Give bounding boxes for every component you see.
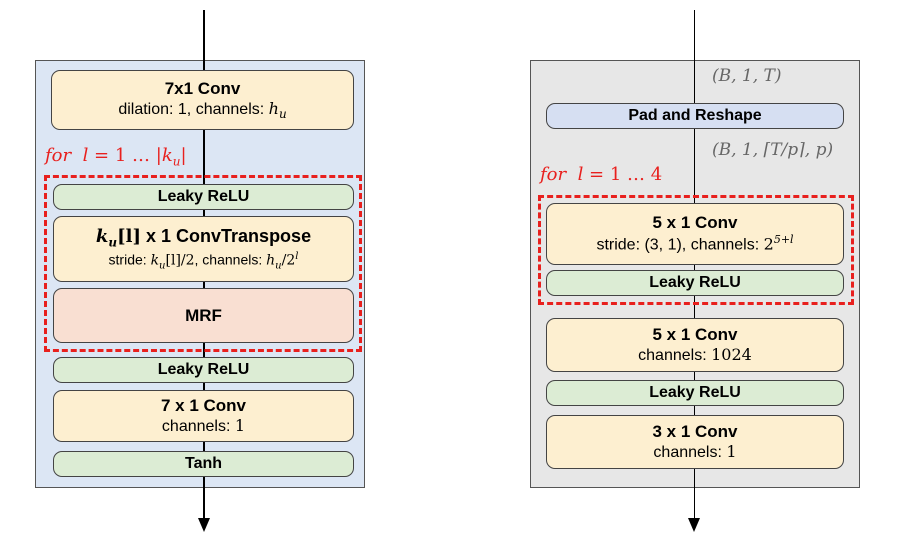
gen-mrf-block: MRF <box>53 288 354 343</box>
gen-loop-dashed-box <box>44 175 362 352</box>
disc-conv-5x1-a-title: 5 x 1 Conv <box>652 213 738 233</box>
gen-convtranspose-title: ku[l] x 1 ConvTranspose <box>95 226 312 250</box>
gen-convtranspose-subtitle: stride: ku[l]/2, channels: hu/2l <box>108 250 299 272</box>
disc-shape-2: (B, 1, ⌈T/p⌉, p) <box>712 140 834 160</box>
gen-loop-label: for l = 1 … |ku| <box>45 145 187 169</box>
generator-arrow-head-icon <box>198 518 210 532</box>
disc-loop-dashed-box <box>538 195 854 305</box>
gen-conv-7x1-b-block: 7 x 1 Conv channels: 1 <box>53 390 354 442</box>
disc-conv-3x1-block: 3 x 1 Conv channels: 1 <box>546 415 844 469</box>
gen-tanh-label: Tanh <box>184 455 223 472</box>
disc-leaky-relu-1-label: Leaky ReLU <box>649 274 741 291</box>
gen-tanh-block: Tanh <box>53 451 354 477</box>
disc-pad-reshape-block: Pad and Reshape <box>546 103 844 129</box>
gen-conv-7x1-subtitle: dilation: 1, channels: hu <box>118 99 287 122</box>
disc-leaky-relu-1-block: Leaky ReLU <box>546 270 844 296</box>
disc-conv-3x1-subtitle: channels: 1 <box>653 442 737 462</box>
discriminator-arrow-head-icon <box>688 518 700 532</box>
disc-conv-3x1-title: 3 x 1 Conv <box>652 421 738 441</box>
gen-leaky-relu-2-block: Leaky ReLU <box>53 357 354 383</box>
disc-conv-5x1-a-subtitle: stride: (3, 1), channels: 25+l <box>596 233 794 254</box>
gen-leaky-relu-2-label: Leaky ReLU <box>157 361 250 378</box>
gen-conv-7x1-b-subtitle: channels: 1 <box>161 416 246 436</box>
disc-conv-5x1-a-block: 5 x 1 Conv stride: (3, 1), channels: 25+… <box>546 203 844 265</box>
disc-leaky-relu-2-label: Leaky ReLU <box>649 384 741 401</box>
disc-pad-reshape-label: Pad and Reshape <box>628 107 762 124</box>
disc-conv-5x1-b-title: 5 x 1 Conv <box>652 324 738 344</box>
gen-leaky-relu-1-label: Leaky ReLU <box>157 188 250 205</box>
disc-conv-5x1-b-subtitle: channels: 1024 <box>638 345 752 365</box>
gen-conv-7x1-block: 7x1 Conv dilation: 1, channels: hu <box>51 70 354 130</box>
gen-mrf-label: MRF <box>185 305 222 325</box>
disc-shape-1: (B, 1, T) <box>712 66 782 86</box>
gen-convtranspose-block: ku[l] x 1 ConvTranspose stride: ku[l]/2,… <box>53 216 354 282</box>
disc-conv-5x1-b-block: 5 x 1 Conv channels: 1024 <box>546 318 844 372</box>
disc-loop-label: for l = 1 … 4 <box>540 164 663 185</box>
gen-conv-7x1-title: 7x1 Conv <box>164 78 241 98</box>
disc-leaky-relu-2-block: Leaky ReLU <box>546 380 844 406</box>
gen-leaky-relu-1-block: Leaky ReLU <box>53 184 354 210</box>
gen-conv-7x1-b-title: 7 x 1 Conv <box>160 395 247 415</box>
